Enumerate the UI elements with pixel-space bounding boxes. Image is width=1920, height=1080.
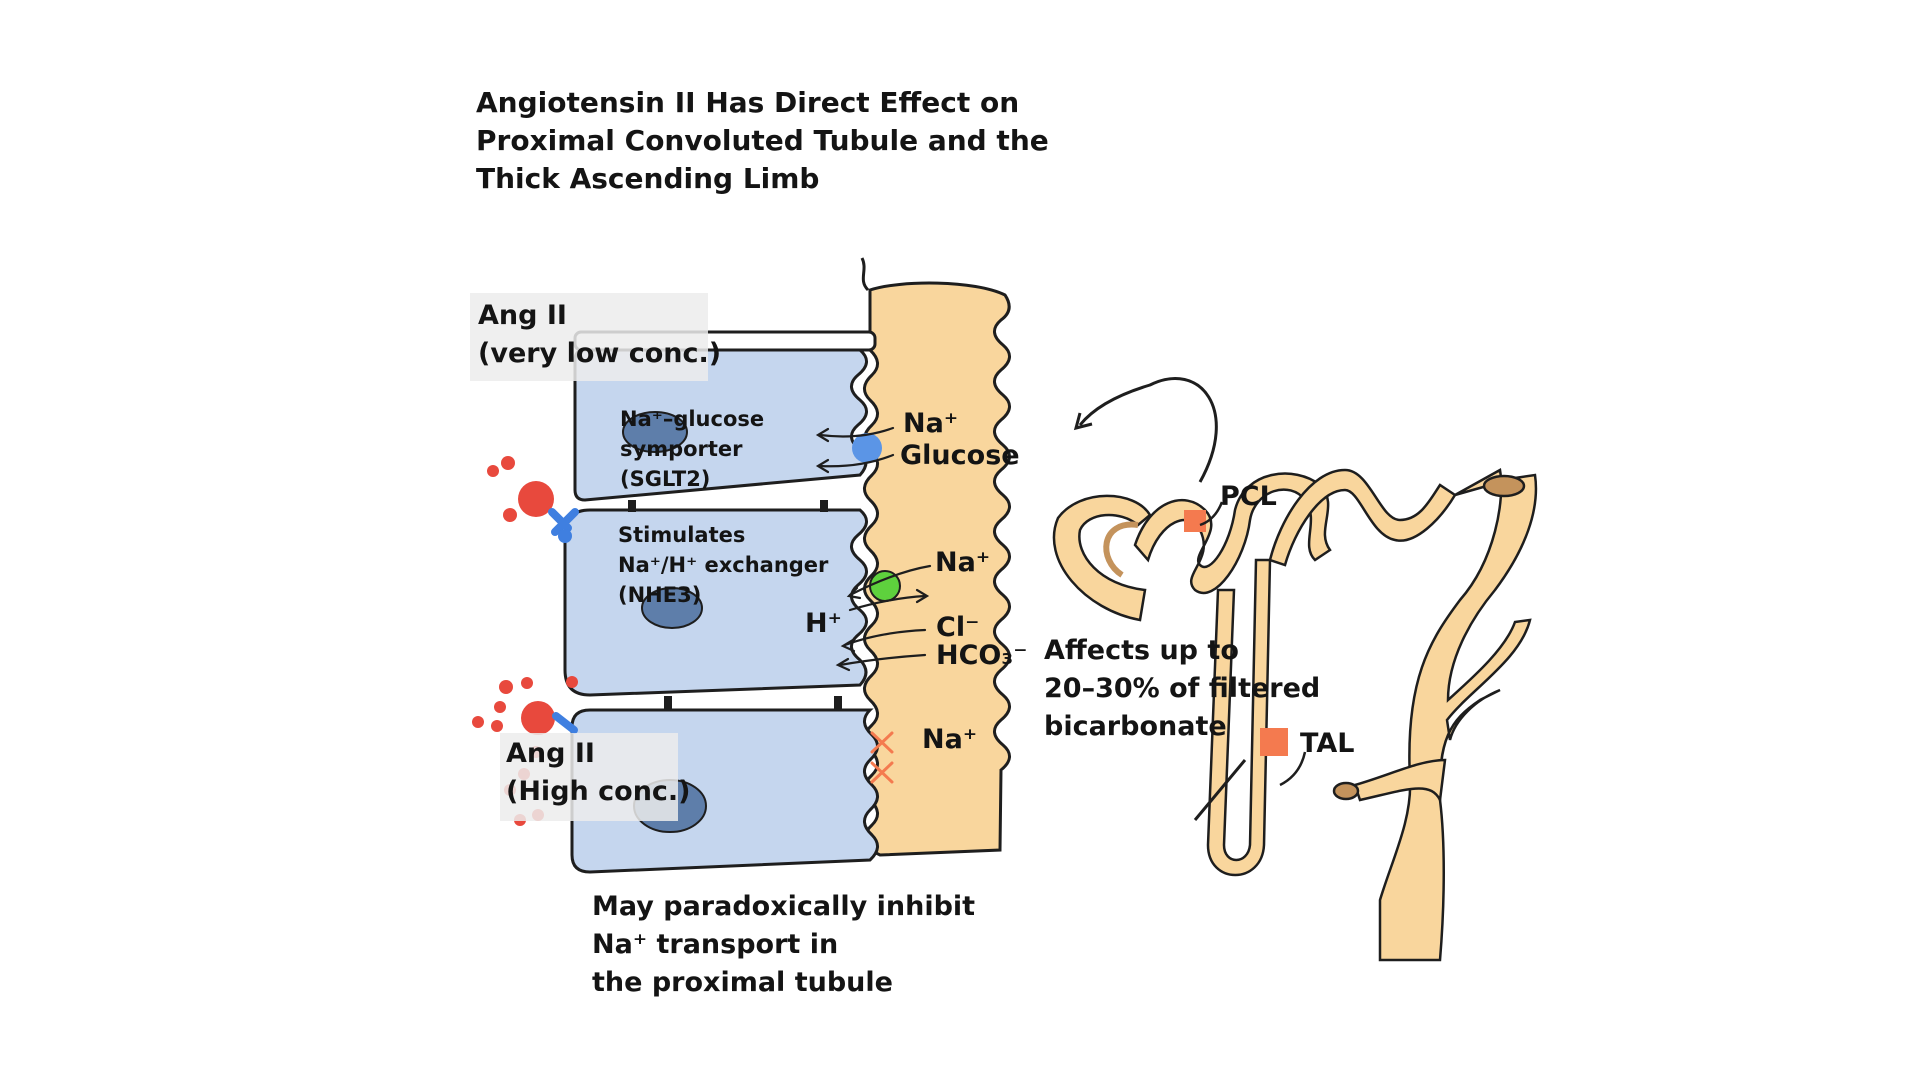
tubular-lumen <box>863 281 1011 857</box>
nucleus <box>622 411 688 453</box>
sglt2-label: Na⁺–glucose symporter (SGLT2) <box>620 404 764 494</box>
nhe3-line-2: Na⁺/H⁺ exchanger <box>618 553 829 577</box>
arrow-head <box>1073 412 1093 431</box>
inhibit-note: May paradoxically inhibit Na⁺ transport … <box>592 888 975 1002</box>
arrow-head <box>815 458 830 474</box>
tight-junction <box>664 696 672 710</box>
arrow-na-in <box>818 426 895 438</box>
nhe3-line-3: (NHE3) <box>618 583 702 607</box>
ang-high-line-2: (High conc.) <box>506 776 691 807</box>
tight-junction <box>820 500 828 512</box>
arrow-head <box>846 586 862 600</box>
ang-high-label-box <box>500 733 678 821</box>
title-line-3: Thick Ascending Limb <box>476 162 820 195</box>
title-line-1: Angiotensin II Has Direct Effect on <box>476 86 1020 119</box>
tight-junction <box>628 500 636 512</box>
pcl-pointer <box>1199 501 1224 527</box>
ang-low-label-box <box>470 293 708 381</box>
nhe3-label: Stimulates Na⁺/H⁺ exchanger (NHE3) <box>618 520 828 610</box>
tal-label: TAL <box>1300 728 1355 759</box>
ang-low-line-2: (very low conc.) <box>478 338 722 369</box>
title-line-2: Proximal Convoluted Tubule and the <box>476 124 1049 157</box>
nephron <box>1052 468 1538 962</box>
curved-pointer <box>1078 377 1218 483</box>
ion-h: H⁺ <box>805 608 842 639</box>
arrow-head <box>835 657 851 672</box>
arrow-head <box>840 638 856 653</box>
bicarbonate-line-1: Affects up to <box>1044 635 1239 666</box>
bicarbonate-line-2: 20–30% of filtered <box>1044 673 1321 704</box>
ang-ii-cluster-top <box>487 456 579 543</box>
arrow-h-out <box>848 594 927 612</box>
sglt2-line-2: symporter <box>620 437 743 461</box>
sglt2-line-1: Na⁺–glucose <box>620 407 765 431</box>
ion-na-top: Na⁺ <box>903 408 959 439</box>
arrow-glucose-in <box>818 453 895 468</box>
collecting-duct <box>1378 468 1538 962</box>
arrow-hco3 <box>838 653 927 667</box>
nucleus <box>641 587 703 629</box>
arrow-head <box>915 588 930 604</box>
ion-hco3: HCO₃⁻ <box>936 640 1028 671</box>
bicarbonate-line-3: bicarbonate <box>1044 711 1227 742</box>
loop-cut-mark <box>1193 759 1247 821</box>
ion-glucose: Glucose <box>900 440 1020 471</box>
tal-pointer <box>1279 751 1307 787</box>
inhibition-marks <box>870 731 894 784</box>
sglt2-transporter <box>852 433 882 463</box>
arrow-na-nhe3 <box>848 564 932 597</box>
sglt2-line-3: (SGLT2) <box>620 467 711 491</box>
bowman-capsule <box>1052 494 1152 622</box>
arrow-head <box>815 427 830 443</box>
bicarbonate-note: Affects up to 20–30% of filtered bicarbo… <box>1044 632 1320 746</box>
tal-marker <box>1260 728 1288 756</box>
ang-low-line-1: Ang II <box>478 300 567 331</box>
pcl-marker <box>1184 510 1206 532</box>
epithelial-cell-top <box>573 348 868 502</box>
inhibit-line-3: the proximal tubule <box>592 967 893 998</box>
ang-high-label: Ang II (High conc.) <box>506 735 691 811</box>
ion-cl: Cl⁻ <box>936 612 980 643</box>
loop-descending <box>1206 558 1272 877</box>
arrow-cl <box>843 628 927 647</box>
ion-na-bottom: Na⁺ <box>922 724 978 755</box>
tight-junction <box>834 696 842 710</box>
ang-low-label: Ang II (very low conc.) <box>478 297 721 373</box>
inhibit-line-2: Na⁺ transport in <box>592 929 839 960</box>
pcl-label: PCL <box>1220 481 1277 512</box>
proximal-tubule <box>1133 472 1332 594</box>
ang-high-line-1: Ang II <box>506 738 595 769</box>
diagram-title: Angiotensin II Has Direct Effect on Prox… <box>476 84 1049 198</box>
inhibit-line-1: May paradoxically inhibit <box>592 891 976 922</box>
ion-na-mid: Na⁺ <box>935 547 991 578</box>
nhe3-line-1: Stimulates <box>618 523 746 547</box>
